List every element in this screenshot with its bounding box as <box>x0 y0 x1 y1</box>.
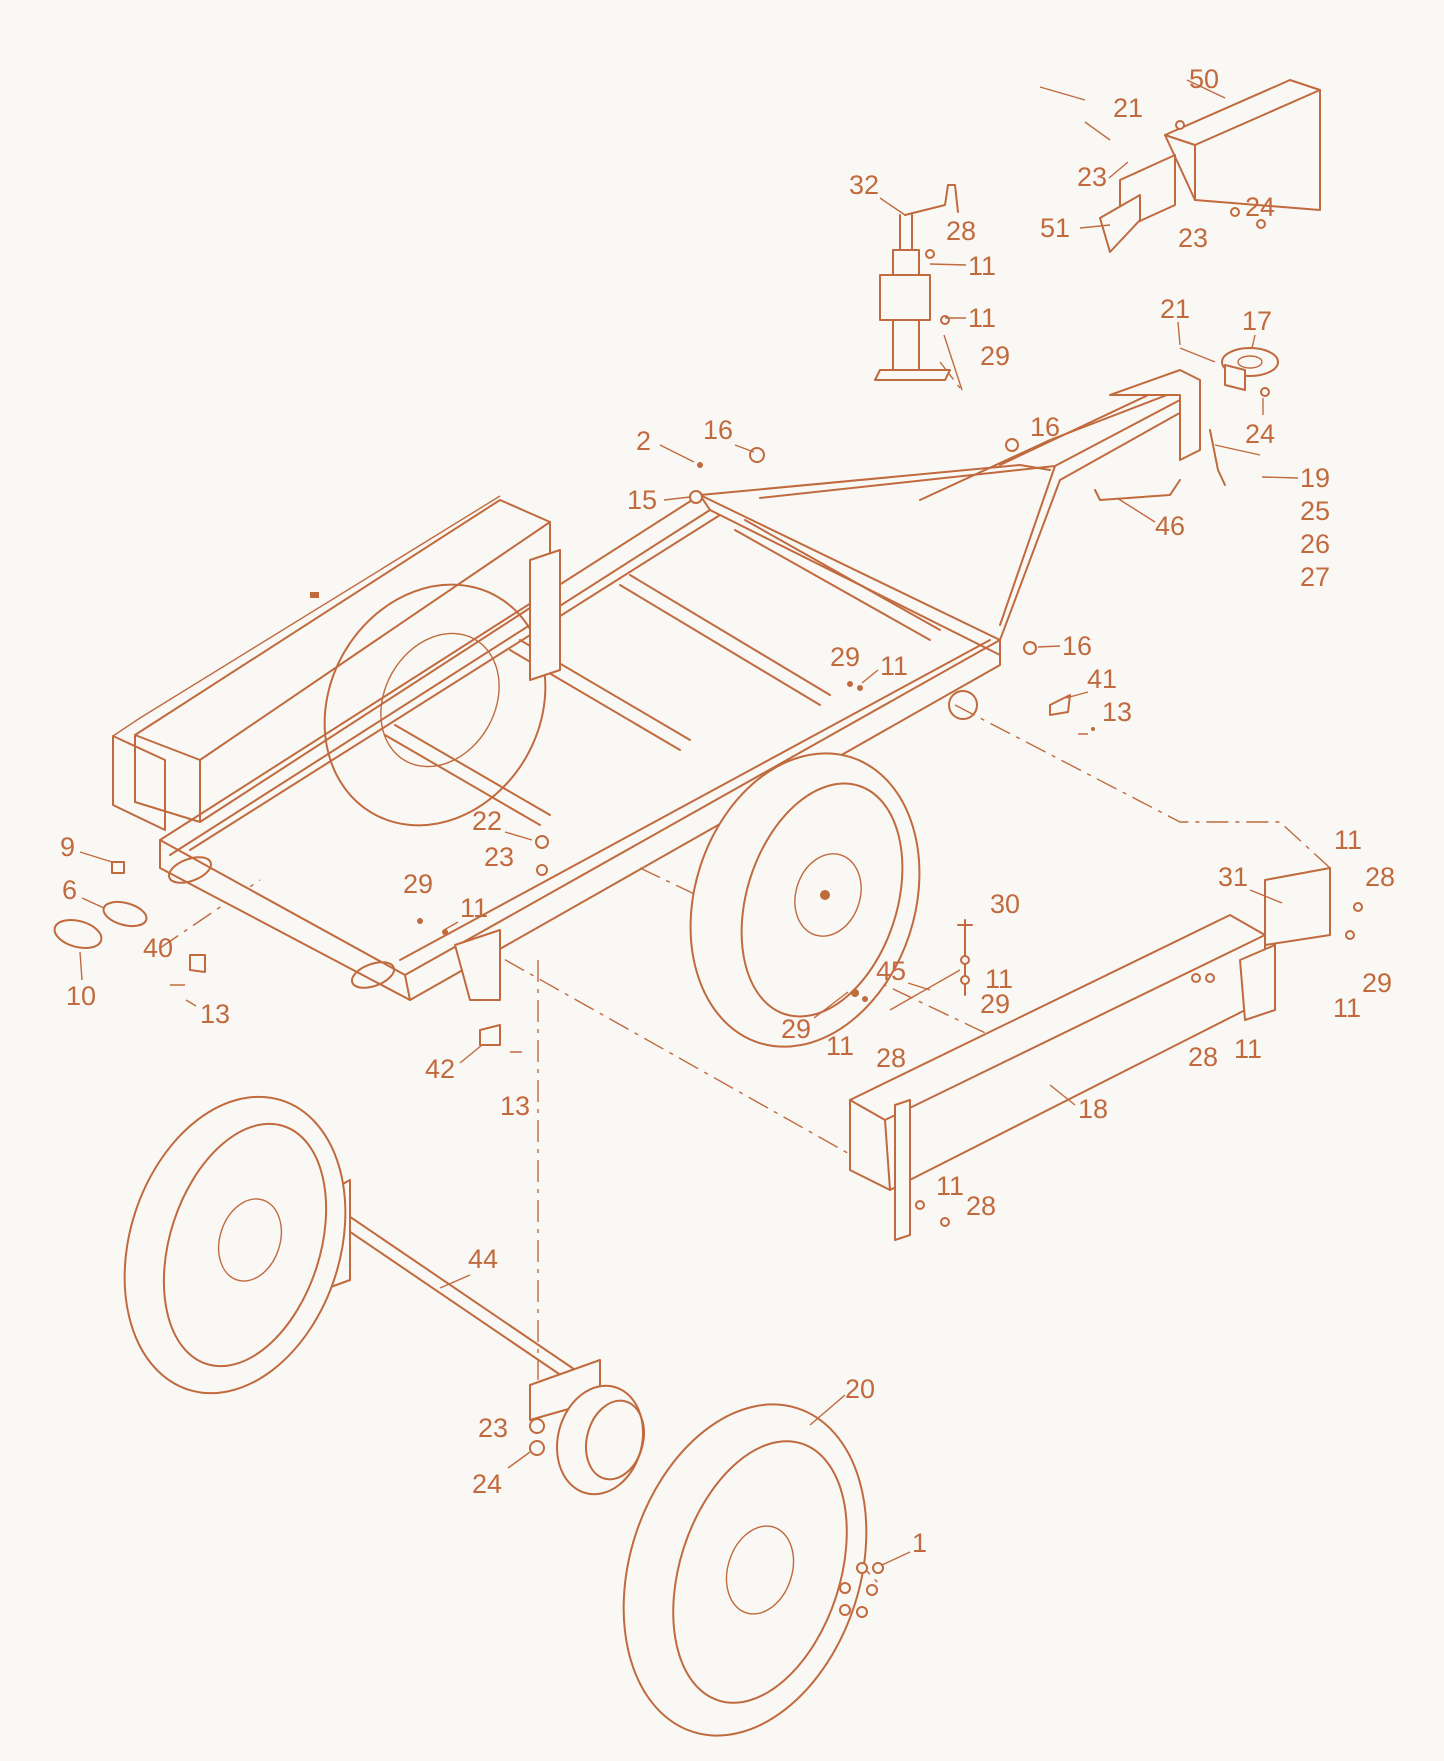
callout-23: 23 <box>484 842 514 872</box>
callout-25: 25 <box>1300 496 1330 526</box>
callout-31: 31 <box>1218 862 1248 892</box>
callout-11: 11 <box>1334 825 1362 855</box>
callout-45: 45 <box>876 956 906 986</box>
callout-50: 50 <box>1189 64 1219 94</box>
callout-29: 29 <box>781 1014 811 1044</box>
callout-21: 21 <box>1160 294 1190 324</box>
callout-16: 16 <box>703 415 733 445</box>
callout-11: 11 <box>1333 993 1361 1023</box>
callout-11: 11 <box>826 1031 854 1061</box>
lug-nuts <box>839 1562 884 1618</box>
callout-29: 29 <box>980 989 1010 1019</box>
axle-right-wheel <box>622 1403 868 1737</box>
callout-18: 18 <box>1078 1094 1108 1124</box>
callout-11: 11 <box>968 303 996 333</box>
callout-16: 16 <box>1062 631 1092 661</box>
wheel-hub <box>556 1384 645 1496</box>
fender-bracket-plate <box>1264 867 1331 946</box>
callout-11: 11 <box>985 964 1013 994</box>
callout-42: 42 <box>425 1054 455 1084</box>
callout-16: 16 <box>1030 412 1060 442</box>
hitch-ring <box>1221 347 1279 391</box>
callout-1: 1 <box>912 1528 927 1558</box>
callout-23: 23 <box>1077 162 1107 192</box>
callout-24: 24 <box>472 1469 502 1499</box>
callout-28: 28 <box>966 1191 996 1221</box>
callout-24: 24 <box>1245 192 1275 222</box>
callout-40: 40 <box>143 933 173 963</box>
callout-29: 29 <box>980 341 1010 371</box>
callout-23: 23 <box>1178 223 1208 253</box>
callout-19: 19 <box>1300 463 1330 493</box>
callout-29: 29 <box>403 869 433 899</box>
axle-left-wheel <box>123 1095 347 1395</box>
callout-2: 2 <box>636 426 651 456</box>
callout-24: 24 <box>1245 419 1275 449</box>
callout-26: 26 <box>1300 529 1330 559</box>
callout-44: 44 <box>468 1244 498 1274</box>
tongue-jack <box>874 184 959 381</box>
callout-11: 11 <box>968 251 996 281</box>
callout-13: 13 <box>1102 697 1132 727</box>
callout-13: 13 <box>500 1091 530 1121</box>
hitch-coupler <box>1099 79 1321 253</box>
callout-51: 51 <box>1040 213 1070 243</box>
callout-11: 11 <box>460 893 488 923</box>
callouts: 50 21 23 51 23 24 32 28 11 11 29 21 17 2… <box>60 64 1395 1566</box>
trailer-frame <box>159 369 1201 1001</box>
callout-22: 22 <box>472 806 502 836</box>
callout-27: 27 <box>1300 562 1330 592</box>
callout-28: 28 <box>876 1043 906 1073</box>
callout-11: 11 <box>1234 1034 1262 1064</box>
callout-30: 30 <box>990 889 1020 919</box>
callout-11: 11 <box>936 1171 964 1201</box>
callout-15: 15 <box>627 485 657 515</box>
callout-23: 23 <box>478 1413 508 1443</box>
callout-32: 32 <box>849 170 879 200</box>
callout-28: 28 <box>1365 862 1395 892</box>
callout-9: 9 <box>60 832 75 862</box>
right-fender <box>849 914 1276 1241</box>
hardware-marks <box>53 120 1363 1456</box>
callout-46: 46 <box>1155 511 1185 541</box>
callout-29: 29 <box>830 642 860 672</box>
callout-13: 13 <box>200 999 230 1029</box>
callout-28: 28 <box>1188 1042 1218 1072</box>
callout-11: 11 <box>880 651 908 681</box>
callout-17: 17 <box>1242 306 1272 336</box>
callout-28: 28 <box>946 216 976 246</box>
safety-chain-and-pin <box>1094 429 1261 501</box>
rear-right-wheel <box>689 752 921 1048</box>
callout-41: 41 <box>1087 664 1117 694</box>
callout-20: 20 <box>845 1374 875 1404</box>
callout-6: 6 <box>62 875 77 905</box>
callout-21: 21 <box>1113 93 1143 123</box>
callout-29: 29 <box>1362 968 1392 998</box>
callout-10: 10 <box>66 981 96 1011</box>
